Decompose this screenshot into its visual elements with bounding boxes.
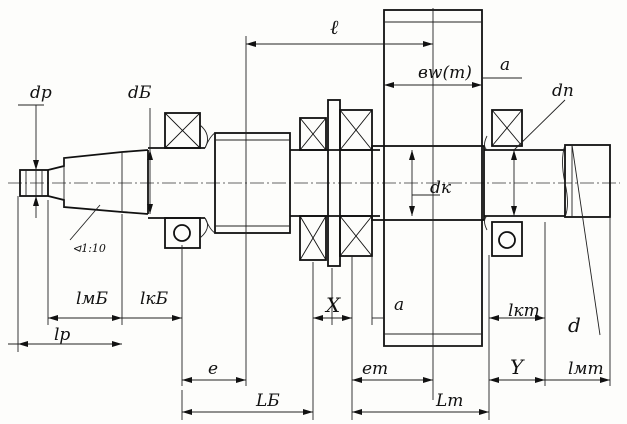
label-l-p: lр: [54, 325, 70, 345]
large-gear: [383, 8, 483, 400]
pinion-body: [214, 132, 291, 234]
label-taper: ⊲1:10: [72, 242, 106, 255]
tapered-section-bottom: [47, 195, 149, 215]
label-d-n: dп: [552, 81, 574, 101]
label-y: Y: [510, 355, 525, 379]
bearing-middle: [299, 99, 373, 267]
label-l-kt: lкт: [508, 301, 540, 321]
gear-hub: [371, 145, 485, 221]
label-L-b: LБ: [255, 391, 280, 411]
label-l-mt: lмт: [568, 359, 604, 379]
label-x: X: [324, 293, 341, 317]
label-a-top: a: [500, 55, 510, 75]
label-a-bottom: a: [394, 295, 404, 315]
label-L-t: Lт: [435, 391, 463, 411]
label-d-p: dр: [30, 83, 52, 103]
label-l-kb: lкБ: [140, 289, 169, 309]
label-e-t: eт: [362, 359, 388, 379]
dimension-labels: dр dБ ℓ вw(т) a dп dк ⊲1:10 lмБ lкБ X a …: [30, 15, 604, 411]
tapered-section-top: [47, 149, 149, 171]
label-b-w: вw(т): [418, 63, 472, 83]
bearing-left: [164, 112, 209, 249]
bearing-right: [484, 109, 523, 257]
label-d-b: dБ: [128, 83, 152, 103]
label-d-k: dк: [430, 178, 452, 198]
dimension-lines: [8, 41, 610, 420]
label-d: d: [568, 313, 581, 337]
extension-lines: [17, 36, 611, 420]
threaded-end: [19, 169, 49, 197]
label-l-top: ℓ: [330, 15, 339, 39]
label-e: e: [208, 359, 218, 379]
label-l-mb: lмБ: [76, 289, 109, 309]
